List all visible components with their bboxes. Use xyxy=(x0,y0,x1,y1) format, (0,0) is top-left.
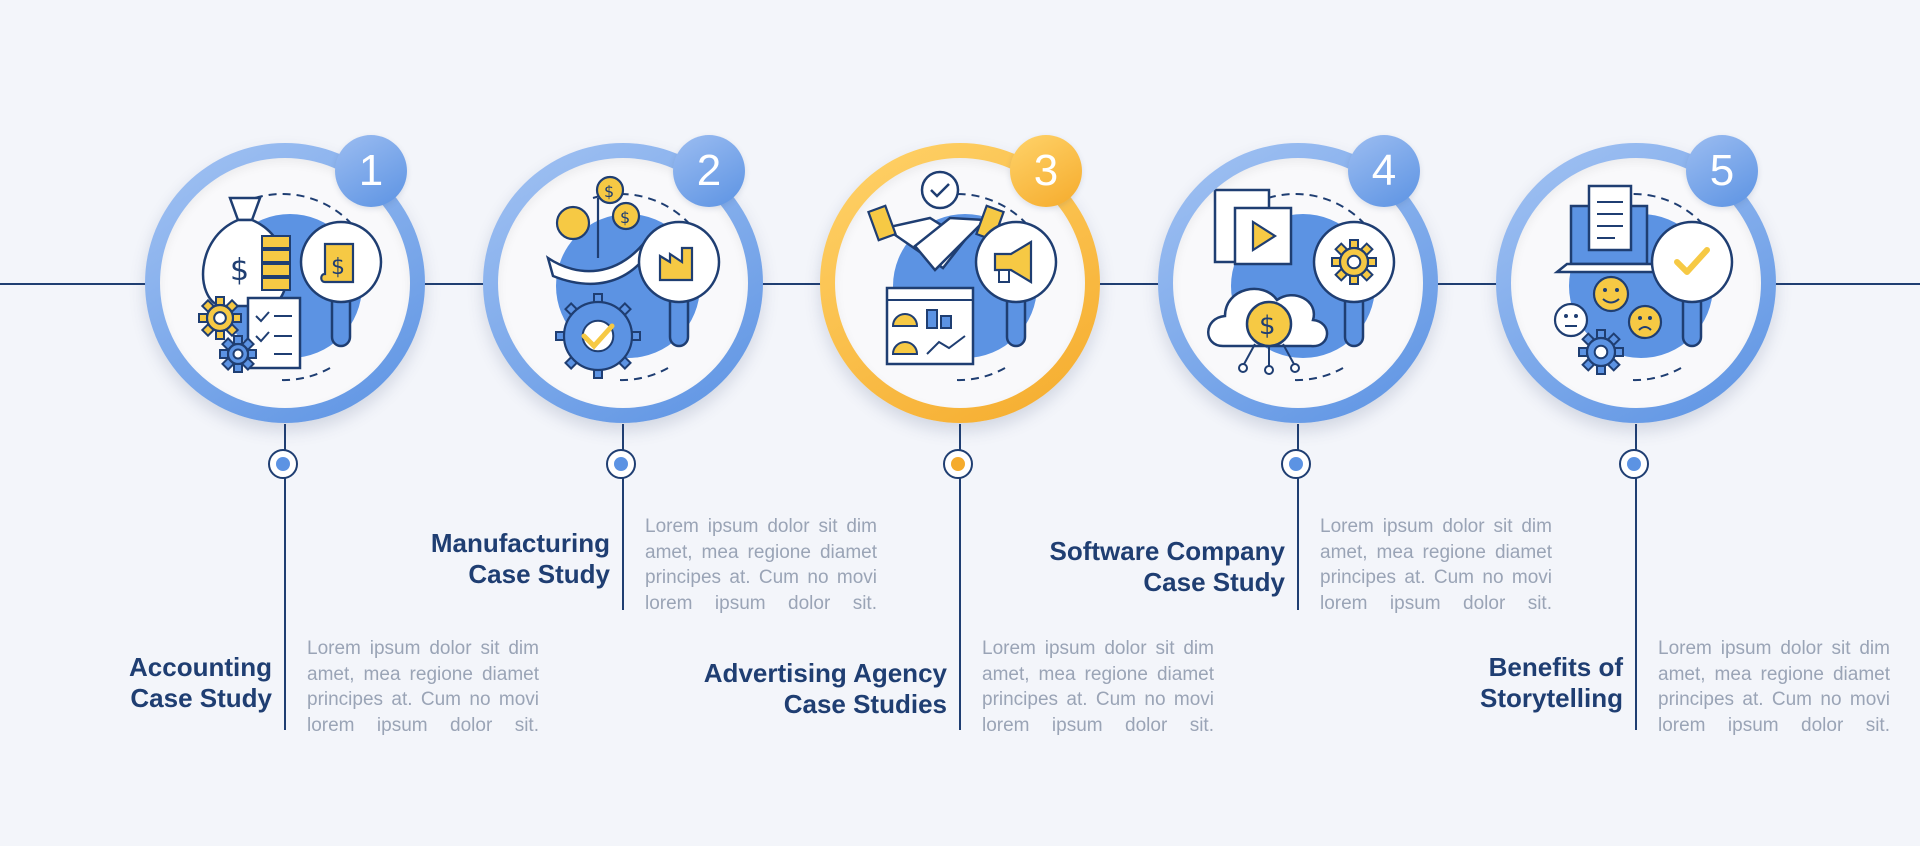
handshake-megaphone-dashboard-icon xyxy=(867,170,1058,382)
step-title-line-1: Benefits of xyxy=(1488,652,1623,682)
cloud-document-video-gear-icon: $ xyxy=(1207,188,1396,382)
step-title-line-1: Advertising Agency xyxy=(703,658,947,688)
step-icon-area: $ $ xyxy=(498,158,748,408)
svg-text:$: $ xyxy=(1259,311,1276,341)
step-1: $ $ 1 Accounting Case Study xyxy=(122,0,539,846)
step-title: Manufacturing Case Study xyxy=(350,528,610,590)
step-title-line-1: Software Company xyxy=(1049,536,1286,566)
description-line: lorem ipsum dolor sit. xyxy=(1658,714,1890,736)
step-icon-area xyxy=(835,158,1085,408)
description-line: principes at. Cum no movi xyxy=(982,689,1214,710)
description-line: Lorem ipsum dolor sit dim xyxy=(1320,516,1552,537)
description-line: Lorem ipsum dolor sit dim xyxy=(307,638,539,659)
step-number-badge: 3 xyxy=(1010,135,1082,207)
step-title: Advertising Agency Case Studies xyxy=(687,658,947,720)
description-line: amet, mea regione diamet xyxy=(982,663,1214,685)
step-title-line-2: Case Study xyxy=(468,559,610,589)
timeline-dot xyxy=(1281,449,1311,479)
step-title-line-1: Accounting xyxy=(129,652,272,682)
description-line: principes at. Cum no movi xyxy=(1320,567,1552,588)
description-line: amet, mea regione diamet xyxy=(645,541,877,563)
timeline-dot xyxy=(1619,449,1649,479)
description-line: amet, mea regione diamet xyxy=(307,663,539,685)
description-line: Lorem ipsum dolor sit dim xyxy=(982,638,1214,659)
laptop-feedback-faces-icon xyxy=(1553,184,1734,382)
step-title-line-1: Manufacturing xyxy=(430,528,610,558)
step-4: $ 4 Software Company Case Study Lorem ip… xyxy=(1050,0,1552,846)
description-line: lorem ipsum dolor sit. xyxy=(982,714,1214,736)
step-description: Lorem ipsum dolor sit dim amet, mea regio… xyxy=(307,636,539,738)
step-number-badge: 4 xyxy=(1348,135,1420,207)
timeline-dot xyxy=(268,449,298,479)
step-number-badge: 2 xyxy=(673,135,745,207)
connector-line xyxy=(284,424,286,730)
step-title-line-2: Case Study xyxy=(1143,567,1285,597)
svg-text:$: $ xyxy=(604,182,614,201)
svg-text:$: $ xyxy=(620,208,630,227)
description-line: amet, mea regione diamet xyxy=(1320,541,1552,563)
step-title-line-2: Case Studies xyxy=(783,689,947,719)
connector-line xyxy=(1297,424,1299,610)
step-number-badge: 5 xyxy=(1686,135,1758,207)
svg-text:$: $ xyxy=(331,255,345,280)
description-line: lorem ipsum dolor sit. xyxy=(307,714,539,736)
step-5: 5 Benefits of Storytelling Lorem ipsum d… xyxy=(1473,0,1890,846)
connector-line xyxy=(1635,424,1637,730)
description-line: principes at. Cum no movi xyxy=(1658,689,1890,710)
connector-line xyxy=(622,424,624,610)
svg-text:$: $ xyxy=(230,253,249,288)
money-plant-gear-factory-icon: $ $ xyxy=(545,175,721,382)
step-title: Benefits of Storytelling xyxy=(1363,652,1623,714)
timeline-dot xyxy=(606,449,636,479)
step-title-line-2: Case Study xyxy=(130,683,272,713)
money-bag-report-icon: $ $ xyxy=(198,193,383,382)
description-line: principes at. Cum no movi xyxy=(307,689,539,710)
step-description: Lorem ipsum dolor sit dim amet, mea regio… xyxy=(645,514,877,616)
timeline-dot xyxy=(943,449,973,479)
description-line: Lorem ipsum dolor sit dim xyxy=(1658,638,1890,659)
step-description: Lorem ipsum dolor sit dim amet, mea regio… xyxy=(1658,636,1890,738)
description-line: principes at. Cum no movi xyxy=(645,567,877,588)
step-number-badge: 1 xyxy=(335,135,407,207)
description-line: Lorem ipsum dolor sit dim xyxy=(645,516,877,537)
step-3: 3 Advertising Agency Case Studies Lorem … xyxy=(704,0,1214,846)
step-2: $ $ 2 Manufacturing Case Study Lorem ips… xyxy=(431,0,877,846)
step-title-line-2: Storytelling xyxy=(1479,683,1623,713)
description-line: amet, mea regione diamet xyxy=(1658,663,1890,685)
description-line: lorem ipsum dolor sit. xyxy=(645,592,877,614)
connector-line xyxy=(959,424,961,730)
step-description: Lorem ipsum dolor sit dim amet, mea regio… xyxy=(982,636,1214,738)
step-title: Software Company Case Study xyxy=(1025,536,1286,598)
step-description: Lorem ipsum dolor sit dim amet, mea regio… xyxy=(1320,514,1552,616)
step-icon-area xyxy=(1511,158,1761,408)
description-line: lorem ipsum dolor sit. xyxy=(1320,592,1552,614)
step-title: Accounting Case Study xyxy=(12,652,272,714)
